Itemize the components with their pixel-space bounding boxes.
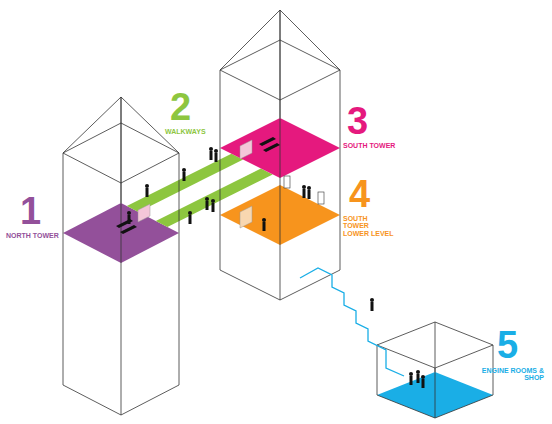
callout-number: 3: [347, 102, 387, 142]
callout-number: 5: [497, 326, 537, 366]
door: [318, 192, 324, 204]
area-label: WALKWAYS: [165, 128, 225, 135]
area-label: SOUTH TOWER LOWER LEVEL: [343, 215, 395, 237]
door: [138, 204, 150, 222]
stair-route: [300, 268, 404, 376]
door: [284, 176, 290, 188]
door: [240, 140, 252, 159]
callout-number: 2: [170, 88, 210, 128]
callout-number: 4: [349, 175, 389, 215]
north-tower-outline: [63, 97, 179, 415]
south-tower-outline: [220, 10, 340, 300]
walkway: [127, 154, 243, 212]
door: [240, 206, 252, 228]
area-label: SOUTH TOWER: [343, 142, 413, 149]
area-label: NORTH TOWER: [6, 232, 66, 239]
callout-number: 1: [20, 192, 60, 232]
people: [127, 147, 425, 388]
benches: [116, 137, 280, 234]
engine-room-outline: [377, 322, 493, 418]
area-label: ENGINE ROOMS & SHOP: [478, 367, 544, 382]
